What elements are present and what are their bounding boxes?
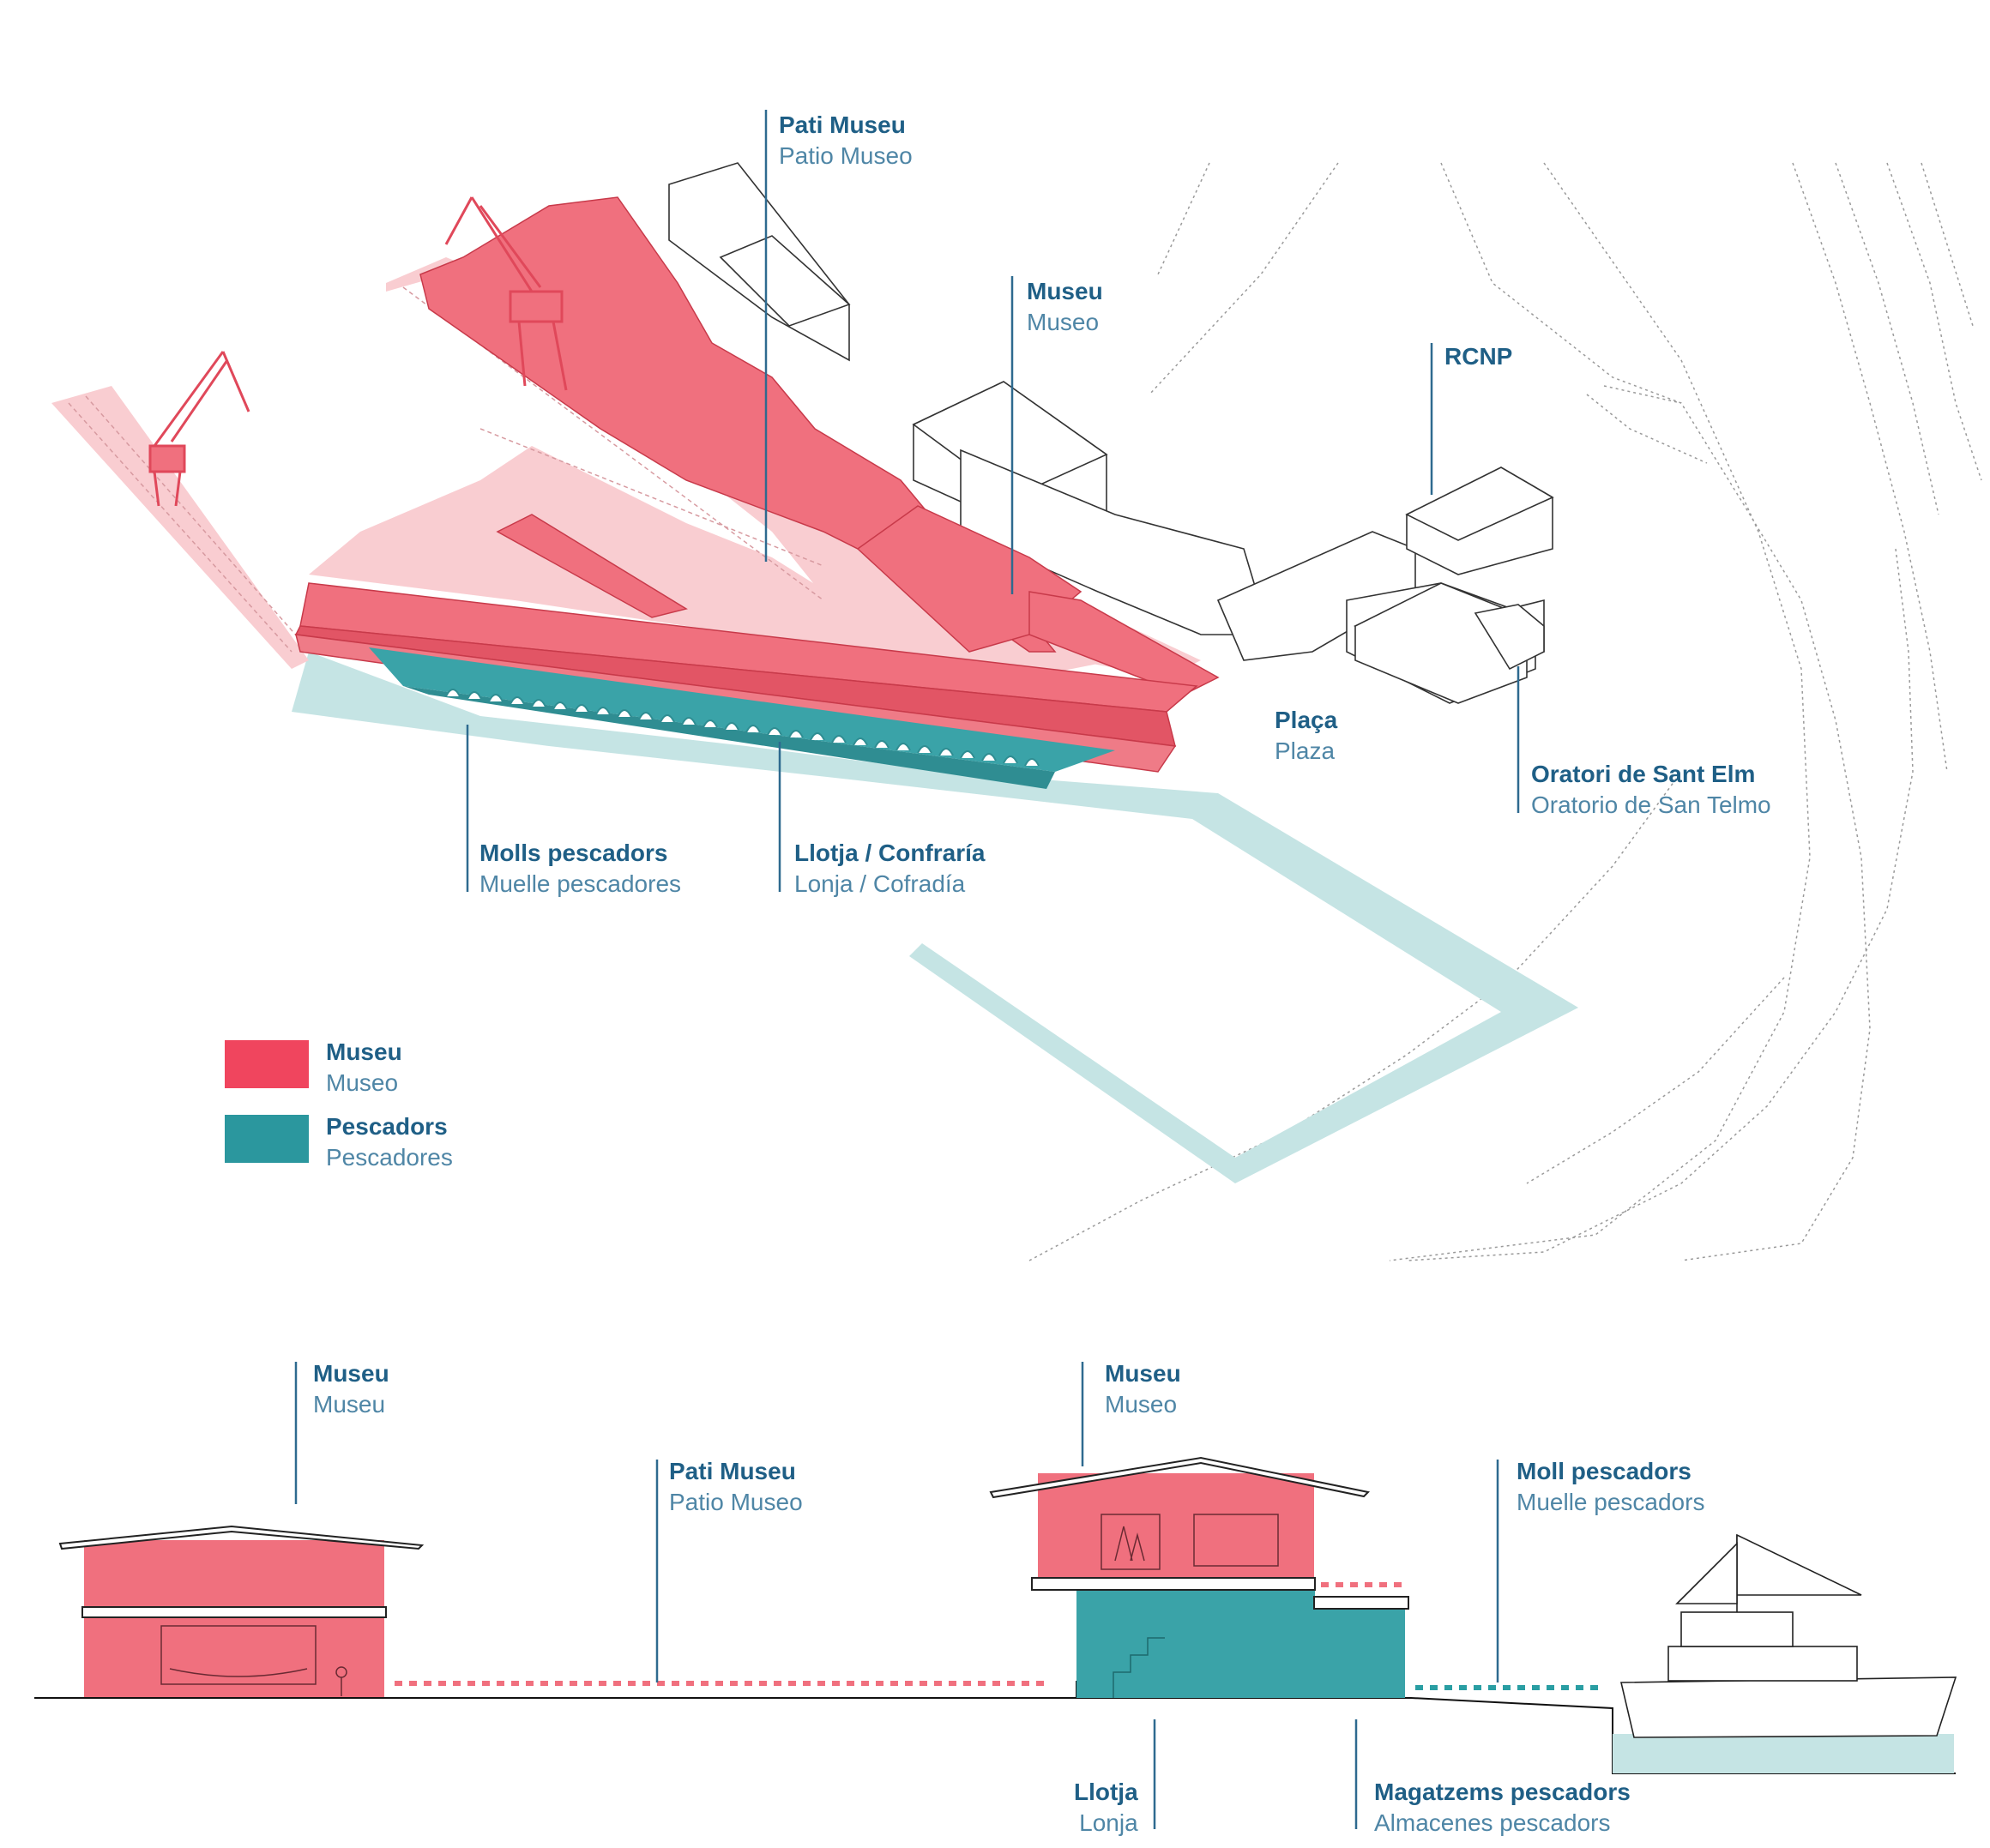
label-museu-ca: Museu — [1027, 278, 1103, 304]
water-pier — [292, 652, 1578, 1183]
section-label-pati-museu-ca: Pati Museu — [669, 1458, 796, 1484]
leader-lines — [466, 110, 1520, 892]
legend-pescadors-es: Pescadores — [326, 1144, 453, 1171]
label-llotja-ca: Llotja / Confraría — [794, 840, 986, 866]
section-museum-right — [989, 1456, 1409, 1698]
section-museum-left — [58, 1525, 425, 1697]
section-label-magatzems-es: Almacenes pescadors — [1374, 1809, 1611, 1836]
legend-pescadors-ca: Pescadors — [326, 1113, 448, 1140]
section-label-museu-left: Museu Museu — [313, 1358, 389, 1420]
label-pati-museu: Pati Museu Patio Museo — [779, 110, 913, 172]
section-label-llotja: Llotja Lonja — [1074, 1777, 1138, 1839]
section-label-moll-es: Muelle pescadors — [1517, 1489, 1705, 1515]
legend-museu-es: Museo — [326, 1069, 399, 1096]
arcade-arches — [445, 689, 1040, 767]
label-placa-es: Plaza — [1275, 737, 1336, 764]
section-label-museu-right-es: Museo — [1105, 1391, 1178, 1418]
section-label-museu-right: Museu Museo — [1105, 1358, 1181, 1420]
label-oratori-ca: Oratori de Sant Elm — [1531, 761, 1756, 787]
label-molls-ca: Molls pescadors — [479, 840, 668, 866]
section-label-museu-right-ca: Museu — [1105, 1360, 1181, 1387]
label-rcnp-ca: RCNP — [1444, 343, 1513, 370]
label-oratori-es: Oratorio de San Telmo — [1531, 792, 1771, 818]
context-lines — [1028, 162, 1982, 1261]
section-label-museu-left-es: Museu — [313, 1391, 386, 1418]
crane-icon-right — [444, 196, 568, 391]
section-label-magatzems: Magatzems pescadors Almacenes pescadors — [1374, 1777, 1631, 1839]
crane-icon-left — [148, 351, 250, 507]
label-museu-es: Museo — [1027, 309, 1100, 335]
label-molls: Molls pescadors Muelle pescadores — [479, 838, 681, 900]
oratorio-building — [1354, 582, 1545, 704]
section-leader-lines — [294, 1362, 1499, 1829]
label-pati-museu-ca: Pati Museu — [779, 111, 906, 138]
label-llotja-confraria: Llotja / Confraría Lonja / Cofradía — [794, 838, 985, 900]
section-water — [1613, 1734, 1954, 1773]
section-label-llotja-es: Lonja — [1079, 1809, 1138, 1836]
label-museu: Museu Museo — [1027, 276, 1103, 338]
section-label-pati-museu-es: Patio Museo — [669, 1489, 803, 1515]
section-dotted-connectors — [395, 1582, 1600, 1690]
section-label-llotja-ca: Llotja — [1074, 1779, 1138, 1805]
legend-museu-ca: Museu — [326, 1038, 402, 1065]
section-label-pati-museu: Pati Museu Patio Museo — [669, 1456, 803, 1518]
label-placa: Plaça Plaza — [1275, 705, 1337, 767]
label-oratori: Oratori de Sant Elm Oratorio de San Telm… — [1531, 759, 1771, 821]
boat-icon — [1619, 1533, 1957, 1738]
label-placa-ca: Plaça — [1275, 707, 1338, 733]
legend-museu-swatch — [225, 1040, 309, 1088]
fishermen-arcade — [369, 647, 1115, 789]
legend-pescadors-swatch — [225, 1115, 309, 1163]
section-label-museu-left-ca: Museu — [313, 1360, 389, 1387]
label-rcnp: RCNP — [1444, 341, 1512, 372]
label-molls-es: Muelle pescadores — [479, 870, 682, 897]
section-label-moll-ca: Moll pescadors — [1517, 1458, 1692, 1484]
label-llotja-es: Lonja / Cofradía — [794, 870, 966, 897]
section-label-moll-pescadors: Moll pescadors Muelle pescadors — [1517, 1456, 1704, 1518]
section-label-magatzems-ca: Magatzems pescadors — [1374, 1779, 1631, 1805]
label-pati-museu-es: Patio Museo — [779, 142, 913, 169]
